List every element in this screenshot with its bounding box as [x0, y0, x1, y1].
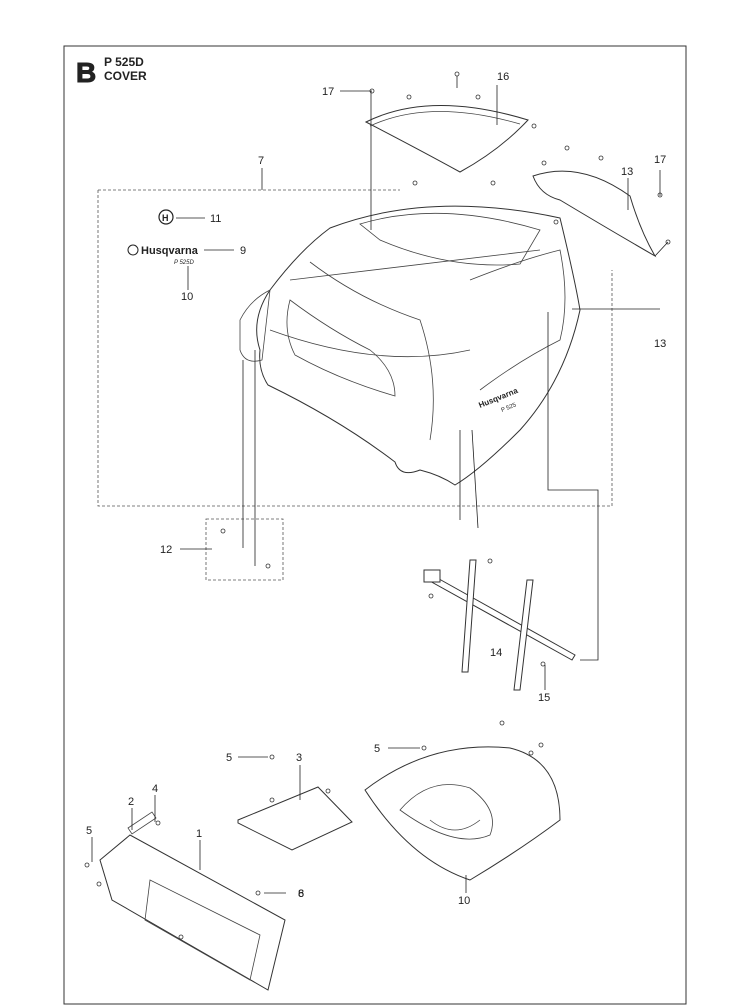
callout-17a: 17: [322, 86, 334, 98]
brand-decal: Husqvarna: [141, 245, 199, 257]
callout-5a: 5: [86, 825, 92, 837]
lower-tray-10: [364, 720, 561, 893]
plate-3: [237, 754, 353, 851]
callout-13a: 13: [621, 166, 633, 178]
callout-2: 2: [128, 796, 134, 808]
callout-1: 1: [196, 828, 202, 840]
callout-17b: 17: [654, 154, 666, 166]
callout-10b: 10: [458, 895, 470, 907]
clip-12a: [220, 528, 226, 534]
diagram-border: [63, 45, 687, 1005]
callout-16: 16: [497, 71, 509, 83]
bracket-1: [84, 795, 286, 991]
group-box-7: [97, 189, 613, 507]
callout-5b: 5: [226, 752, 232, 764]
callout-8: 8: [298, 888, 304, 900]
roof-panel-16: [364, 71, 537, 173]
callout-15: 15: [538, 692, 550, 704]
group-box-12: [205, 518, 284, 581]
callout-13b: 13: [654, 338, 666, 350]
callout-9: 9: [240, 245, 246, 257]
model-decal-small: P 525D: [174, 260, 194, 266]
main-hood-7: Husqvarna P 525: [239, 180, 581, 486]
decal-group: H Husqvarna P 525D: [127, 209, 234, 290]
section-header: B P 525D COVER: [76, 55, 148, 89]
brand-logo-icon: [127, 244, 139, 256]
section-letter: B: [76, 57, 96, 88]
side-trim-13: [532, 145, 671, 258]
clip-12b: [265, 563, 271, 569]
callout-11: 11: [210, 213, 221, 225]
hood-model-decal: P 525: [501, 402, 518, 414]
callout-6: 6: [298, 888, 304, 900]
callout-14: 14: [490, 647, 502, 659]
callout-10a: 10: [181, 291, 193, 303]
callout-4: 4: [152, 783, 158, 795]
callout-7: 7: [258, 155, 264, 167]
model-label: P 525D: [104, 55, 144, 69]
callout-12: 12: [160, 544, 172, 556]
svg-text:H: H: [162, 213, 169, 223]
section-title: COVER: [104, 69, 147, 83]
leader-frame-to-hood: [547, 312, 599, 661]
emblem-icon: [158, 209, 174, 225]
callout-3: 3: [296, 752, 302, 764]
callout-5c: 5: [374, 743, 380, 755]
support-frame-14: [423, 558, 576, 691]
